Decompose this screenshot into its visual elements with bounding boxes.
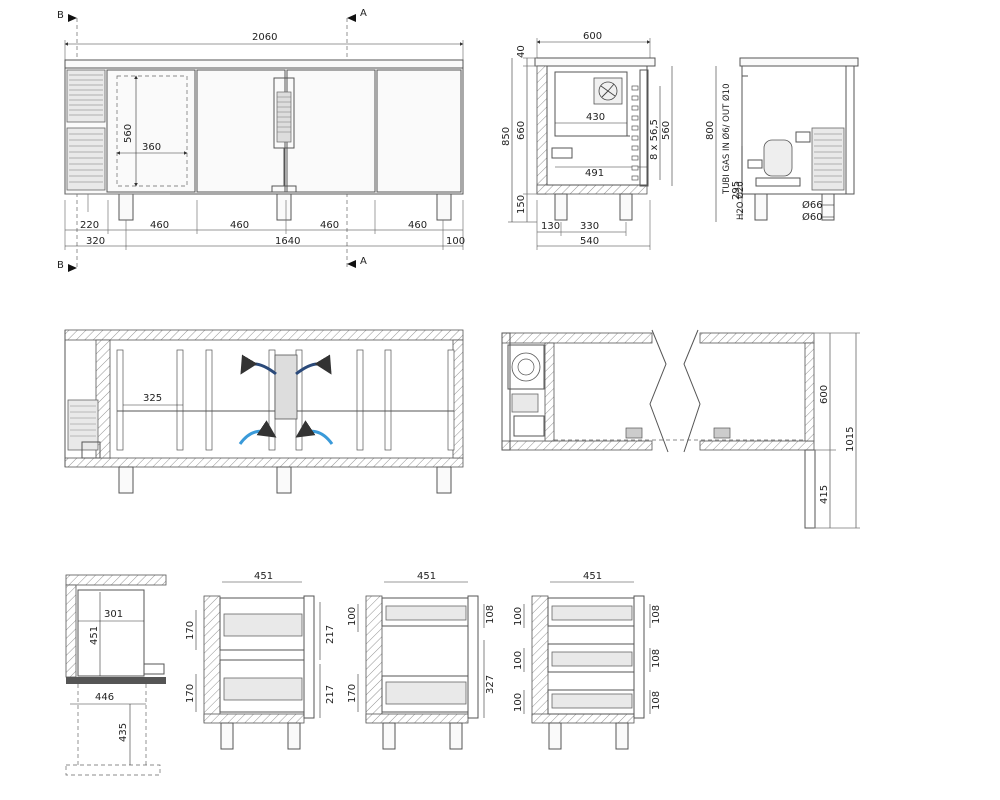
front-dim-460-a: 460: [150, 220, 169, 231]
section-b-bottom-label: B: [57, 260, 64, 271]
section-b-top-label: B: [57, 10, 64, 21]
drawer-detail-drop-dim: 435: [118, 723, 129, 742]
drawer-detail-view: 301 451 446 435: [65, 574, 167, 776]
config-3-left-dim-2: 100: [513, 651, 524, 670]
side-top-gap-dim: 40: [516, 45, 527, 58]
front-view: B B A A 2060: [57, 8, 465, 272]
config-1-left-dim-2: 170: [185, 684, 196, 703]
back-d66-label: Ø66: [802, 199, 823, 211]
front-dim-320: 320: [86, 236, 105, 247]
back-gas-label: TUBI GAS IN Ø6/ OUT Ø10: [721, 84, 732, 196]
config-3-right-dim-3: 108: [651, 691, 662, 710]
config-3-width-dim: 451: [583, 571, 602, 582]
side-inner-height-dim: 660: [516, 121, 527, 140]
cross-section-view: 600 415 1015: [501, 329, 860, 529]
side-width-dim: 600: [583, 31, 602, 42]
airflow-arrow-icon: [295, 420, 334, 445]
front-dim-460-b: 460: [230, 220, 249, 231]
config-2-right-dim-2: 327: [485, 675, 496, 694]
config-1-right-dim-2: 217: [325, 685, 336, 704]
config-2-right-dim-1: 108: [485, 605, 496, 624]
drawer-width-dim: 360: [142, 142, 161, 153]
back-height-dim: 800: [705, 121, 716, 140]
config-1-width-dim: 451: [254, 571, 273, 582]
plan-view: 325: [64, 329, 464, 494]
section-arrow-icon: [347, 14, 356, 22]
drawer-detail-depth-dim: 446: [95, 692, 114, 703]
side-view: 600 430 491 40 660 150 85: [501, 31, 673, 250]
back-h2o-height-dim: 295: [731, 181, 742, 200]
config-1-left-dim-1: 170: [185, 621, 196, 640]
overall-width-dim: 2060: [252, 32, 277, 43]
front-dim-460-c: 460: [320, 220, 339, 231]
section-a-bottom-label: A: [360, 256, 367, 267]
section-arrow-icon: [68, 14, 77, 22]
config-2-width-dim: 451: [417, 571, 436, 582]
side-bottom-dim-130: 130: [541, 221, 560, 232]
airflow-arrow-icon: [295, 354, 332, 376]
side-leg-height-dim: 150: [516, 195, 527, 214]
drawer-detail-width-dim: 301: [104, 609, 123, 620]
config-3-right-dim-2: 108: [651, 649, 662, 668]
back-h2o-label: H2O Ø20: [735, 181, 746, 220]
front-dim-100: 100: [446, 236, 465, 247]
side-bottom-dim-330: 330: [580, 221, 599, 232]
drawer-config-2: 451 100 170 108 327: [347, 571, 496, 750]
config-1-right-dim-1: 217: [325, 625, 336, 644]
section-upper-dim: 600: [819, 385, 830, 404]
drawer-detail-height-dim: 451: [89, 626, 100, 645]
side-bottom-dim-540: 540: [580, 236, 599, 247]
section-total-dim: 1015: [845, 427, 856, 452]
back-view: 800 TUBI GAS IN Ø6/ OUT Ø10 295 H2O Ø20 …: [705, 57, 859, 223]
side-inner-width-dim: 430: [586, 112, 605, 123]
config-3-left-dim-3: 100: [513, 693, 524, 712]
compressor-icon: [511, 352, 541, 382]
drawer-config-3: 451 100 100 100 108 108 108: [513, 571, 662, 750]
side-inner-width2-dim: 491: [585, 168, 604, 179]
section-arrow-icon: [347, 260, 356, 268]
config-3-right-dim-1: 108: [651, 605, 662, 624]
drawer-config-1: 451 170 170 217 217: [185, 571, 336, 750]
section-lower-dim: 415: [819, 485, 830, 504]
front-dim-220: 220: [80, 220, 99, 231]
config-2-left-dim-1: 100: [347, 607, 358, 626]
side-rails-dim: 8 x 56,5: [649, 119, 660, 160]
compressor-icon: [763, 139, 793, 177]
airflow-arrow-icon: [240, 354, 277, 376]
config-2-left-dim-2: 170: [347, 684, 358, 703]
config-3-left-dim-1: 100: [513, 607, 524, 626]
side-rail-height-dim: 560: [661, 121, 672, 140]
section-a-top-label: A: [360, 8, 367, 19]
drawer-height-dim: 560: [123, 124, 134, 143]
plan-shelf-dim: 325: [143, 393, 162, 404]
section-arrow-icon: [68, 264, 77, 272]
airflow-arrow-icon: [238, 420, 277, 445]
front-dim-460-d: 460: [408, 220, 427, 231]
fan-icon: [274, 354, 298, 420]
front-dim-1640: 1640: [275, 236, 300, 247]
side-total-height-dim: 850: [501, 127, 512, 146]
back-d60-label: Ø60: [802, 211, 823, 223]
